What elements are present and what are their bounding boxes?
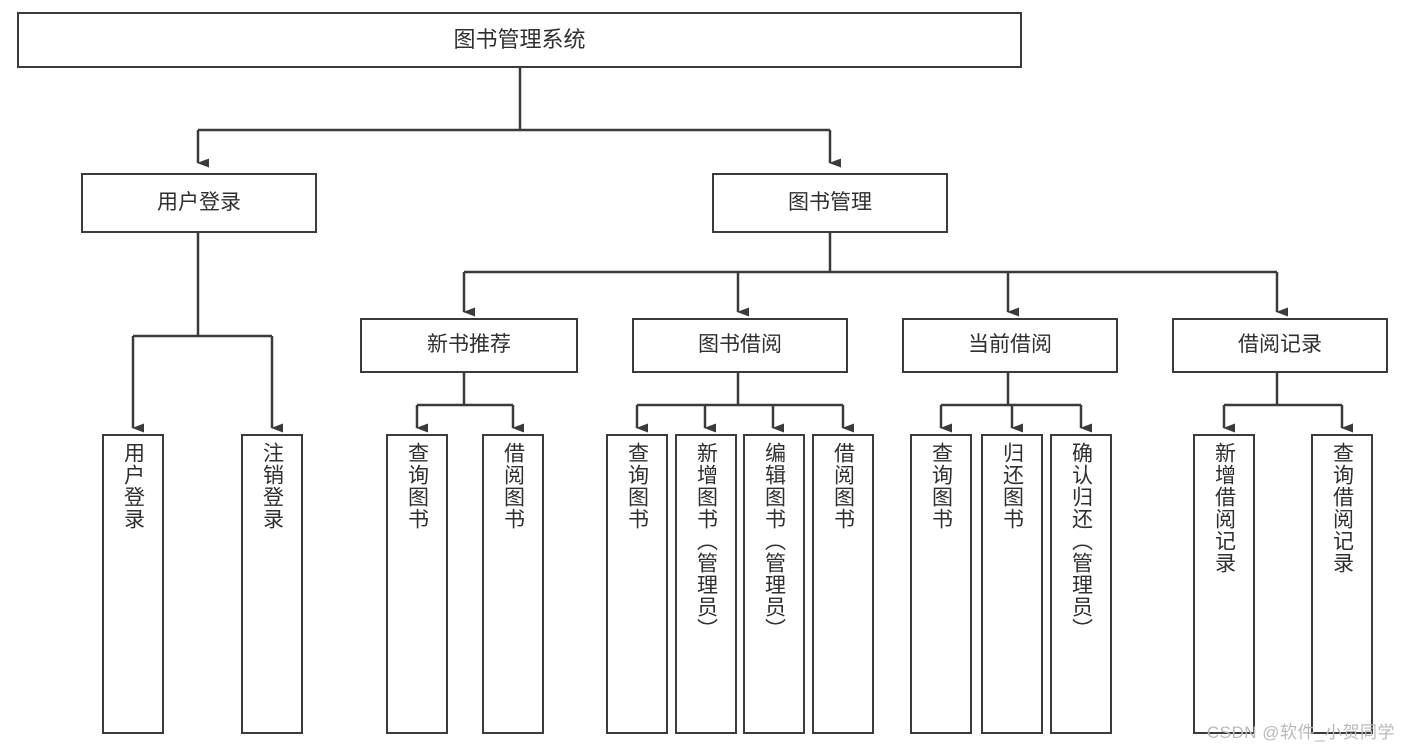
node-label: 图书管理系统 xyxy=(453,27,586,53)
node-leaf-borrow-book-borrow[interactable]: 借阅图书 xyxy=(812,434,874,734)
node-leaf-borrow-book-recommend[interactable]: 借阅图书 xyxy=(482,434,544,734)
node-user-login[interactable]: 用户登录 xyxy=(81,173,317,233)
node-label: 用户登录 xyxy=(157,190,241,214)
node-label: 用户登录 xyxy=(121,442,145,530)
node-leaf-query-borrow-record[interactable]: 查询借阅记录 xyxy=(1311,434,1373,734)
node-label: 借阅图书 xyxy=(831,442,855,530)
node-label: 新增图书（管理员） xyxy=(694,442,718,640)
node-leaf-return-book[interactable]: 归还图书 xyxy=(981,434,1043,734)
node-label: 查询图书 xyxy=(625,442,649,530)
node-leaf-confirm-return-admin[interactable]: 确认归还（管理员） xyxy=(1050,434,1112,734)
node-label: 注销登录 xyxy=(260,442,284,530)
node-current-borrow[interactable]: 当前借阅 xyxy=(902,318,1118,373)
node-new-book-recommend[interactable]: 新书推荐 xyxy=(360,318,578,373)
node-borrow-record[interactable]: 借阅记录 xyxy=(1172,318,1388,373)
node-root-book-management-system[interactable]: 图书管理系统 xyxy=(17,12,1022,68)
node-label: 图书管理 xyxy=(788,190,872,214)
node-label: 借阅记录 xyxy=(1238,333,1322,357)
node-label: 查询借阅记录 xyxy=(1330,442,1354,574)
node-label: 新增借阅记录 xyxy=(1212,442,1236,574)
node-leaf-add-book-admin[interactable]: 新增图书（管理员） xyxy=(675,434,737,734)
node-label: 新书推荐 xyxy=(427,333,511,357)
node-leaf-query-book-recommend[interactable]: 查询图书 xyxy=(386,434,448,734)
node-label: 编辑图书（管理员） xyxy=(762,442,786,640)
node-leaf-user-login[interactable]: 用户登录 xyxy=(102,434,164,734)
node-book-borrow[interactable]: 图书借阅 xyxy=(632,318,848,373)
node-label: 借阅图书 xyxy=(501,442,525,530)
node-label: 图书借阅 xyxy=(698,333,782,357)
node-label: 当前借阅 xyxy=(968,333,1052,357)
node-leaf-query-book-current[interactable]: 查询图书 xyxy=(910,434,972,734)
node-leaf-user-logout[interactable]: 注销登录 xyxy=(241,434,303,734)
node-label: 查询图书 xyxy=(405,442,429,530)
node-leaf-add-borrow-record[interactable]: 新增借阅记录 xyxy=(1193,434,1255,734)
node-label: 归还图书 xyxy=(1000,442,1024,530)
node-label: 查询图书 xyxy=(929,442,953,530)
node-label: 确认归还（管理员） xyxy=(1069,442,1093,640)
node-book-manage[interactable]: 图书管理 xyxy=(712,173,948,233)
node-leaf-edit-book-admin[interactable]: 编辑图书（管理员） xyxy=(743,434,805,734)
node-leaf-query-book-borrow[interactable]: 查询图书 xyxy=(606,434,668,734)
